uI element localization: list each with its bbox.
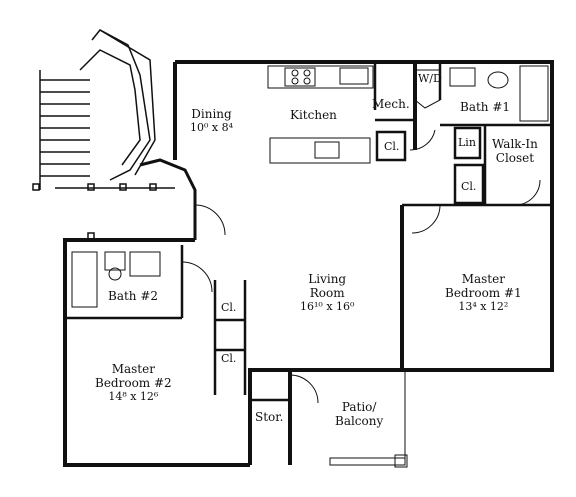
room-closet-hall-1: Cl. bbox=[221, 301, 237, 314]
room-living: Living Room 16¹⁰ x 16⁰ bbox=[300, 272, 355, 313]
room-walk-in-closet: Walk-In Closet bbox=[492, 137, 538, 165]
exterior-walls bbox=[63, 60, 554, 467]
room-wd: W/D bbox=[418, 72, 442, 85]
room-mech: Mech. bbox=[372, 97, 410, 111]
room-linen: Lin bbox=[458, 136, 476, 149]
room-closet-master-1: Cl. bbox=[461, 180, 477, 193]
room-closet-kitchen: Cl. bbox=[384, 140, 400, 153]
exterior-stairs bbox=[32, 29, 175, 240]
room-patio-balcony: Patio/ Balcony bbox=[335, 400, 384, 428]
room-master-bedroom-2: Master Bedroom #2 14⁸ x 12⁶ bbox=[95, 362, 172, 403]
room-kitchen: Kitchen bbox=[290, 108, 337, 122]
room-bath-2: Bath #2 bbox=[108, 289, 159, 303]
room-bath-1: Bath #1 bbox=[460, 100, 511, 114]
room-closet-hall-2: Cl. bbox=[221, 352, 237, 365]
room-master-bedroom-1: Master Bedroom #1 13⁴ x 12² bbox=[445, 272, 522, 313]
room-dining: Dining 10⁰ x 8⁴ bbox=[190, 107, 234, 134]
room-storage: Stor. bbox=[255, 410, 284, 424]
